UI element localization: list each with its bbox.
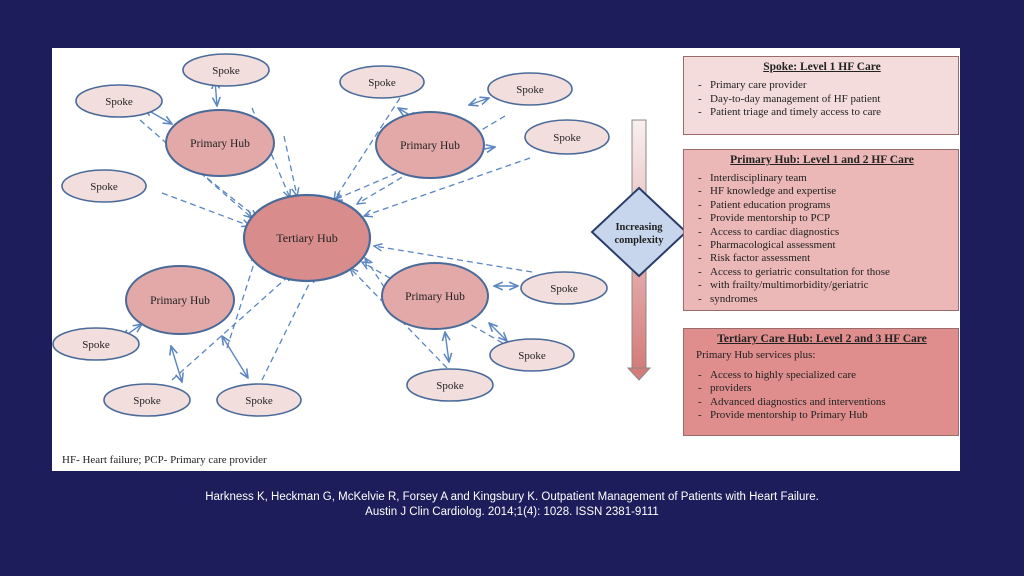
list-item: Advanced diagnostics and interventions [698, 396, 948, 410]
primary-hub-label: Primary Hub [400, 140, 460, 152]
spoke-level-list: Primary care provider Day-to-day managem… [696, 79, 948, 120]
tertiary-hub-label: Tertiary Hub [276, 231, 337, 245]
spoke-label: Spoke [133, 395, 161, 407]
primary-hub-label: Primary Hub [150, 295, 210, 307]
primary-hub-level-list: Interdisciplinary team HF knowledge and … [696, 172, 948, 306]
list-item: Provide mentorship to PCP [698, 212, 948, 226]
spoke-label: Spoke [518, 350, 546, 362]
list-item: Provide mentorship to Primary Hub [698, 409, 948, 423]
complexity-arrow: Increasing complexity [590, 119, 688, 381]
primary-hub-level-box: Primary Hub: Level 1 and 2 HF Care Inter… [683, 149, 959, 311]
spoke-node: Spoke [406, 368, 494, 402]
list-item: Access to highly specialized care [698, 369, 948, 383]
spoke-level-title: Spoke: Level 1 HF Care [763, 61, 881, 73]
spoke-node: Spoke [339, 65, 425, 99]
primary-hub-top-left: Primary Hub [165, 109, 275, 177]
citation: Harkness K, Heckman G, McKelvie R, Forse… [0, 490, 1024, 520]
spoke-node: Spoke [103, 383, 191, 417]
list-item: Access to cardiac diagnostics [698, 226, 948, 240]
spoke-label: Spoke [368, 77, 396, 89]
primary-hub-top-right: Primary Hub [375, 111, 485, 179]
tertiary-hub-subtitle: Primary Hub services plus: [696, 349, 816, 361]
spoke-node: Spoke [520, 271, 608, 305]
primary-hub-bottom-left: Primary Hub [125, 265, 235, 335]
spoke-node: Spoke [487, 72, 573, 106]
spoke-label: Spoke [82, 339, 110, 351]
tertiary-hub-level-box: Tertiary Care Hub: Level 2 and 3 HF Care… [683, 328, 959, 436]
dashed-connectors [139, 97, 533, 381]
tertiary-hub-level-title: Tertiary Care Hub: Level 2 and 3 HF Care [717, 333, 927, 345]
spoke-label: Spoke [516, 84, 544, 96]
spoke-nodes: Spoke Spoke Spoke Spoke Spoke Spoke [52, 53, 610, 417]
primary-hub-level-title: Primary Hub: Level 1 and 2 HF Care [730, 154, 914, 166]
list-item: Primary care provider [698, 79, 948, 93]
spoke-label: Spoke [553, 132, 581, 144]
tertiary-hub-level-list: Access to highly specialized care provid… [696, 369, 948, 423]
list-item: HF knowledge and expertise [698, 185, 948, 199]
list-item: Patient triage and timely access to care [698, 106, 948, 120]
spoke-label: Spoke [245, 395, 273, 407]
spoke-label: Spoke [90, 181, 118, 193]
list-item: providers [698, 382, 948, 396]
list-item: Patient education programs [698, 199, 948, 213]
list-item: Day-to-day management of HF patient [698, 93, 948, 107]
primary-hub-label: Primary Hub [405, 291, 465, 303]
complexity-label-line1: Increasing [615, 222, 663, 233]
spoke-node: Spoke [216, 383, 302, 417]
spoke-node: Spoke [524, 119, 610, 155]
spoke-label: Spoke [436, 380, 464, 392]
spoke-node: Spoke [182, 53, 270, 87]
spoke-label: Spoke [105, 96, 133, 108]
spoke-node: Spoke [61, 169, 147, 203]
spoke-node: Spoke [489, 338, 575, 372]
spoke-label: Spoke [550, 283, 578, 295]
primary-hub-nodes: Primary Hub Primary Hub Primary Hub Prim… [125, 109, 489, 335]
tertiary-hub-node: Tertiary Hub [242, 193, 372, 283]
hub-spoke-diagram: Spoke Spoke Spoke Spoke Spoke Spoke [52, 53, 688, 417]
citation-line-1: Harkness K, Heckman G, McKelvie R, Forse… [205, 491, 819, 503]
complexity-label-line2: complexity [615, 235, 665, 246]
list-item: Access to geriatric consultation for tho… [698, 266, 948, 280]
figure-panel: Spoke Spoke Spoke Spoke Spoke Spoke [52, 48, 960, 471]
primary-hub-label: Primary Hub [190, 138, 250, 150]
list-item: syndromes [698, 293, 948, 307]
diagram-footnote: HF- Heart failure; PCP- Primary care pro… [62, 454, 267, 466]
spoke-node: Spoke [75, 84, 163, 118]
list-item: Pharmacological assessment [698, 239, 948, 253]
list-item: with frailty/multimorbidity/geriatric [698, 279, 948, 293]
list-item: Risk factor assessment [698, 252, 948, 266]
spoke-node: Spoke [52, 327, 140, 361]
list-item: Interdisciplinary team [698, 172, 948, 186]
spoke-level-box: Spoke: Level 1 HF Care Primary care prov… [683, 56, 959, 135]
citation-line-2: Austin J Clin Cardiolog. 2014;1(4): 1028… [365, 506, 659, 518]
primary-hub-bottom-right: Primary Hub [381, 262, 489, 330]
spoke-label: Spoke [212, 65, 240, 77]
